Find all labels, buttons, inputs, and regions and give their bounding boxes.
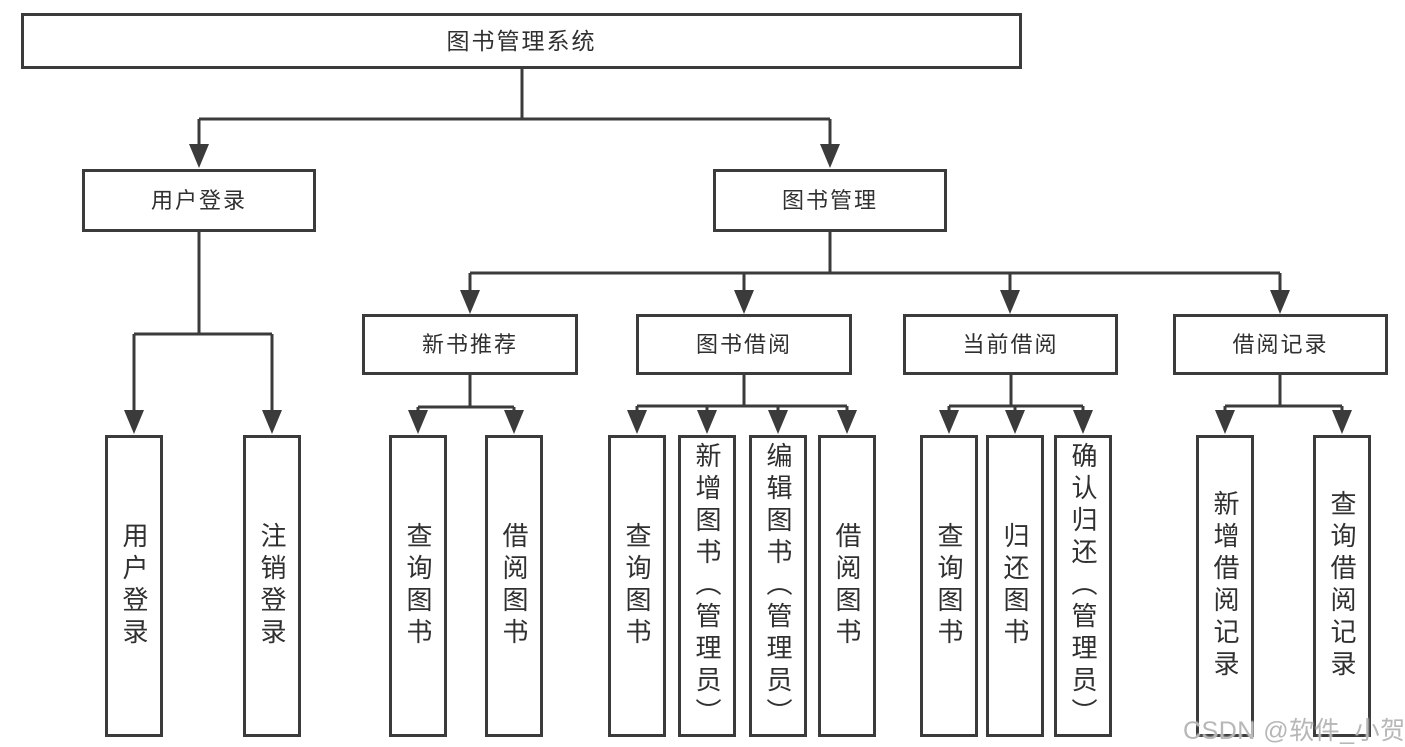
leaf-borrow-query-books: 查询图书 [608, 435, 666, 737]
leaf-current-query-books: 查询图书 [920, 435, 978, 737]
connector-new-book [416, 374, 516, 414]
node-new-book-recommend: 新书推荐 [362, 314, 578, 375]
leaf-current-confirm-return-admin: 确认归还（管理员） [1054, 435, 1112, 737]
connector-root-arrowheads [189, 144, 840, 168]
connector-book-management [468, 231, 1282, 294]
leaf-borrow-borrow-books: 借阅图书 [818, 435, 876, 737]
watermark: CSDN @软件_小贺同学 [1183, 717, 1405, 745]
leaf-records-add-record: 新增借阅记录 [1196, 435, 1254, 737]
connector-book-borrowing [635, 374, 849, 414]
connector-book-borrowing-arrowheads [627, 410, 857, 434]
node-current-borrowing: 当前借阅 [903, 314, 1118, 375]
leaf-logout: 注销登录 [243, 435, 301, 737]
node-book-borrowing: 图书借阅 [636, 314, 852, 375]
connector-current-borrowing [947, 374, 1085, 414]
connector-book-management-arrowheads [460, 290, 1290, 314]
connector-user-login [132, 231, 274, 414]
node-root: 图书管理系统 [21, 13, 1022, 69]
node-book-management: 图书管理 [713, 169, 947, 232]
node-user-login: 用户登录 [82, 169, 316, 232]
connector-user-login-arrowheads [124, 410, 282, 434]
leaf-records-query-record: 查询借阅记录 [1313, 435, 1371, 737]
connector-borrowing-records-arrowheads [1215, 410, 1352, 434]
leaf-newbook-borrow-books: 借阅图书 [485, 435, 543, 737]
connector-borrowing-records [1223, 374, 1344, 414]
leaf-newbook-query-books: 查询图书 [389, 435, 447, 737]
connector-current-borrowing-arrowheads [939, 410, 1093, 434]
leaf-borrow-edit-books-admin: 编辑图书（管理员） [749, 435, 807, 737]
leaf-current-return-books: 归还图书 [986, 435, 1044, 737]
connector-root-to-level2 [197, 68, 832, 148]
connector-new-book-arrowheads [408, 410, 524, 434]
leaf-user-login: 用户登录 [105, 435, 163, 737]
leaf-borrow-add-books-admin: 新增图书（管理员） [678, 435, 736, 737]
node-borrowing-records: 借阅记录 [1173, 314, 1388, 375]
